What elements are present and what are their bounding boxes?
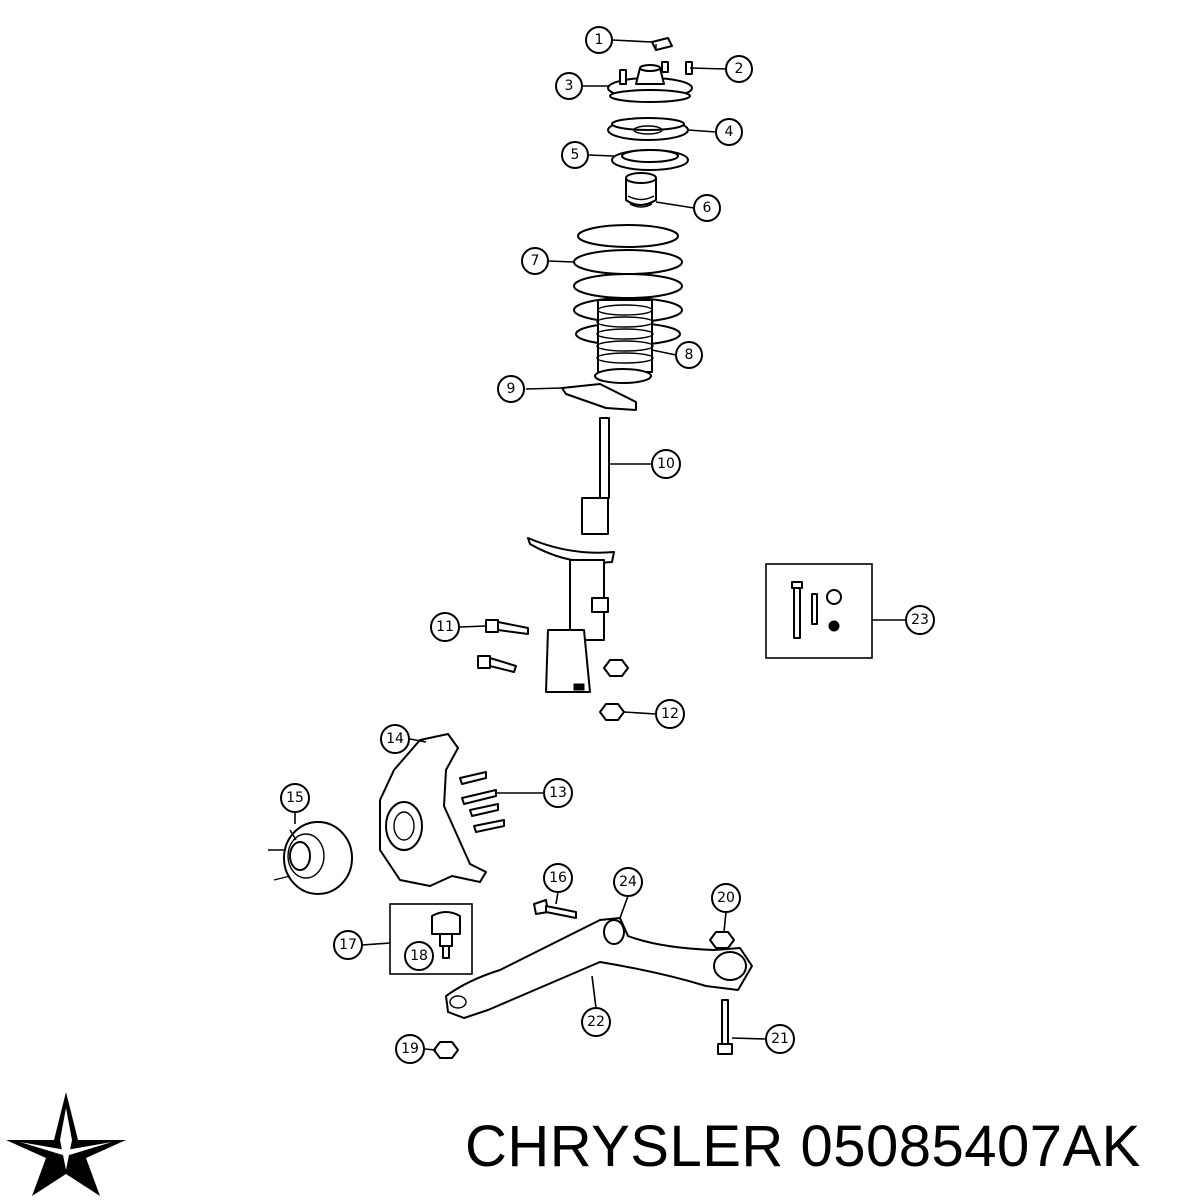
callout-18: 18 xyxy=(404,941,434,971)
callout-2: 2 xyxy=(725,55,753,83)
callout-label: 8 xyxy=(685,347,694,363)
callout-4: 4 xyxy=(715,118,743,146)
leader-lines xyxy=(294,39,906,1051)
callout-23: 23 xyxy=(905,605,935,635)
callout-label: 9 xyxy=(507,381,516,397)
part-strut-bolts xyxy=(477,619,529,673)
callout-label: 21 xyxy=(771,1031,789,1047)
part-hardware-kit xyxy=(765,563,873,659)
part-upper-mount xyxy=(607,61,693,103)
callout-8: 8 xyxy=(675,341,703,369)
part-hub-bearing xyxy=(268,821,353,895)
callout-label: 15 xyxy=(286,790,304,806)
part-steering-knuckle xyxy=(379,733,487,887)
callout-5: 5 xyxy=(561,141,589,169)
callout-label: 6 xyxy=(703,200,712,216)
callout-9: 9 xyxy=(497,375,525,403)
callout-label: 22 xyxy=(587,1014,605,1030)
callout-24: 24 xyxy=(613,867,643,897)
callout-22: 22 xyxy=(581,1007,611,1037)
callout-label: 1 xyxy=(595,32,604,48)
callout-10: 10 xyxy=(651,449,681,479)
callout-15: 15 xyxy=(280,783,310,813)
callout-12: 12 xyxy=(655,699,685,729)
callout-17: 17 xyxy=(333,930,363,960)
part-lower-control-arm xyxy=(445,917,753,1019)
part-bearing-plate xyxy=(607,117,689,141)
callout-7: 7 xyxy=(521,247,549,275)
callout-label: 5 xyxy=(571,147,580,163)
callout-label: 7 xyxy=(531,253,540,269)
part-arm-nut xyxy=(709,931,735,949)
callout-label: 24 xyxy=(619,874,637,890)
part-number: 05085407AK xyxy=(800,1114,1141,1179)
part-jounce-bumper xyxy=(625,172,657,208)
callout-1: 1 xyxy=(585,26,613,54)
callout-label: 11 xyxy=(436,619,454,635)
callout-label: 4 xyxy=(725,124,734,140)
part-dust-boot xyxy=(594,299,654,384)
callout-label: 2 xyxy=(735,61,744,77)
callout-label: 14 xyxy=(386,731,404,747)
callout-label: 12 xyxy=(661,706,679,722)
part-knuckle-bolts xyxy=(459,771,505,833)
part-isolator xyxy=(611,149,689,171)
callout-label: 18 xyxy=(410,948,428,964)
callout-13: 13 xyxy=(543,778,573,808)
callout-21: 21 xyxy=(765,1024,795,1054)
callout-label: 23 xyxy=(911,612,929,628)
brand-name: CHRYSLER xyxy=(465,1114,784,1179)
callout-label: 3 xyxy=(565,78,574,94)
callout-6: 6 xyxy=(693,194,721,222)
callout-19: 19 xyxy=(395,1034,425,1064)
callout-label: 19 xyxy=(401,1041,419,1057)
part-strut-nuts xyxy=(599,659,629,721)
callout-label: 10 xyxy=(657,456,675,472)
part-spring-seat xyxy=(561,383,637,411)
part-strut xyxy=(527,417,615,693)
callout-label: 20 xyxy=(717,890,735,906)
part-arm-bolt xyxy=(717,999,733,1055)
part-small-nut xyxy=(433,1041,459,1059)
callout-label: 16 xyxy=(549,870,567,886)
brand-part-number: CHRYSLER 05085407AK xyxy=(465,1112,1185,1182)
part-control-arm-bolt xyxy=(533,899,577,919)
callout-label: 17 xyxy=(339,937,357,953)
chrysler-star-icon xyxy=(6,1092,126,1196)
callout-3: 3 xyxy=(555,72,583,100)
callout-14: 14 xyxy=(380,724,410,754)
callout-16: 16 xyxy=(543,863,573,893)
part-top-nut xyxy=(651,37,673,51)
callout-20: 20 xyxy=(711,883,741,913)
callout-label: 13 xyxy=(549,785,567,801)
callout-11: 11 xyxy=(430,612,460,642)
